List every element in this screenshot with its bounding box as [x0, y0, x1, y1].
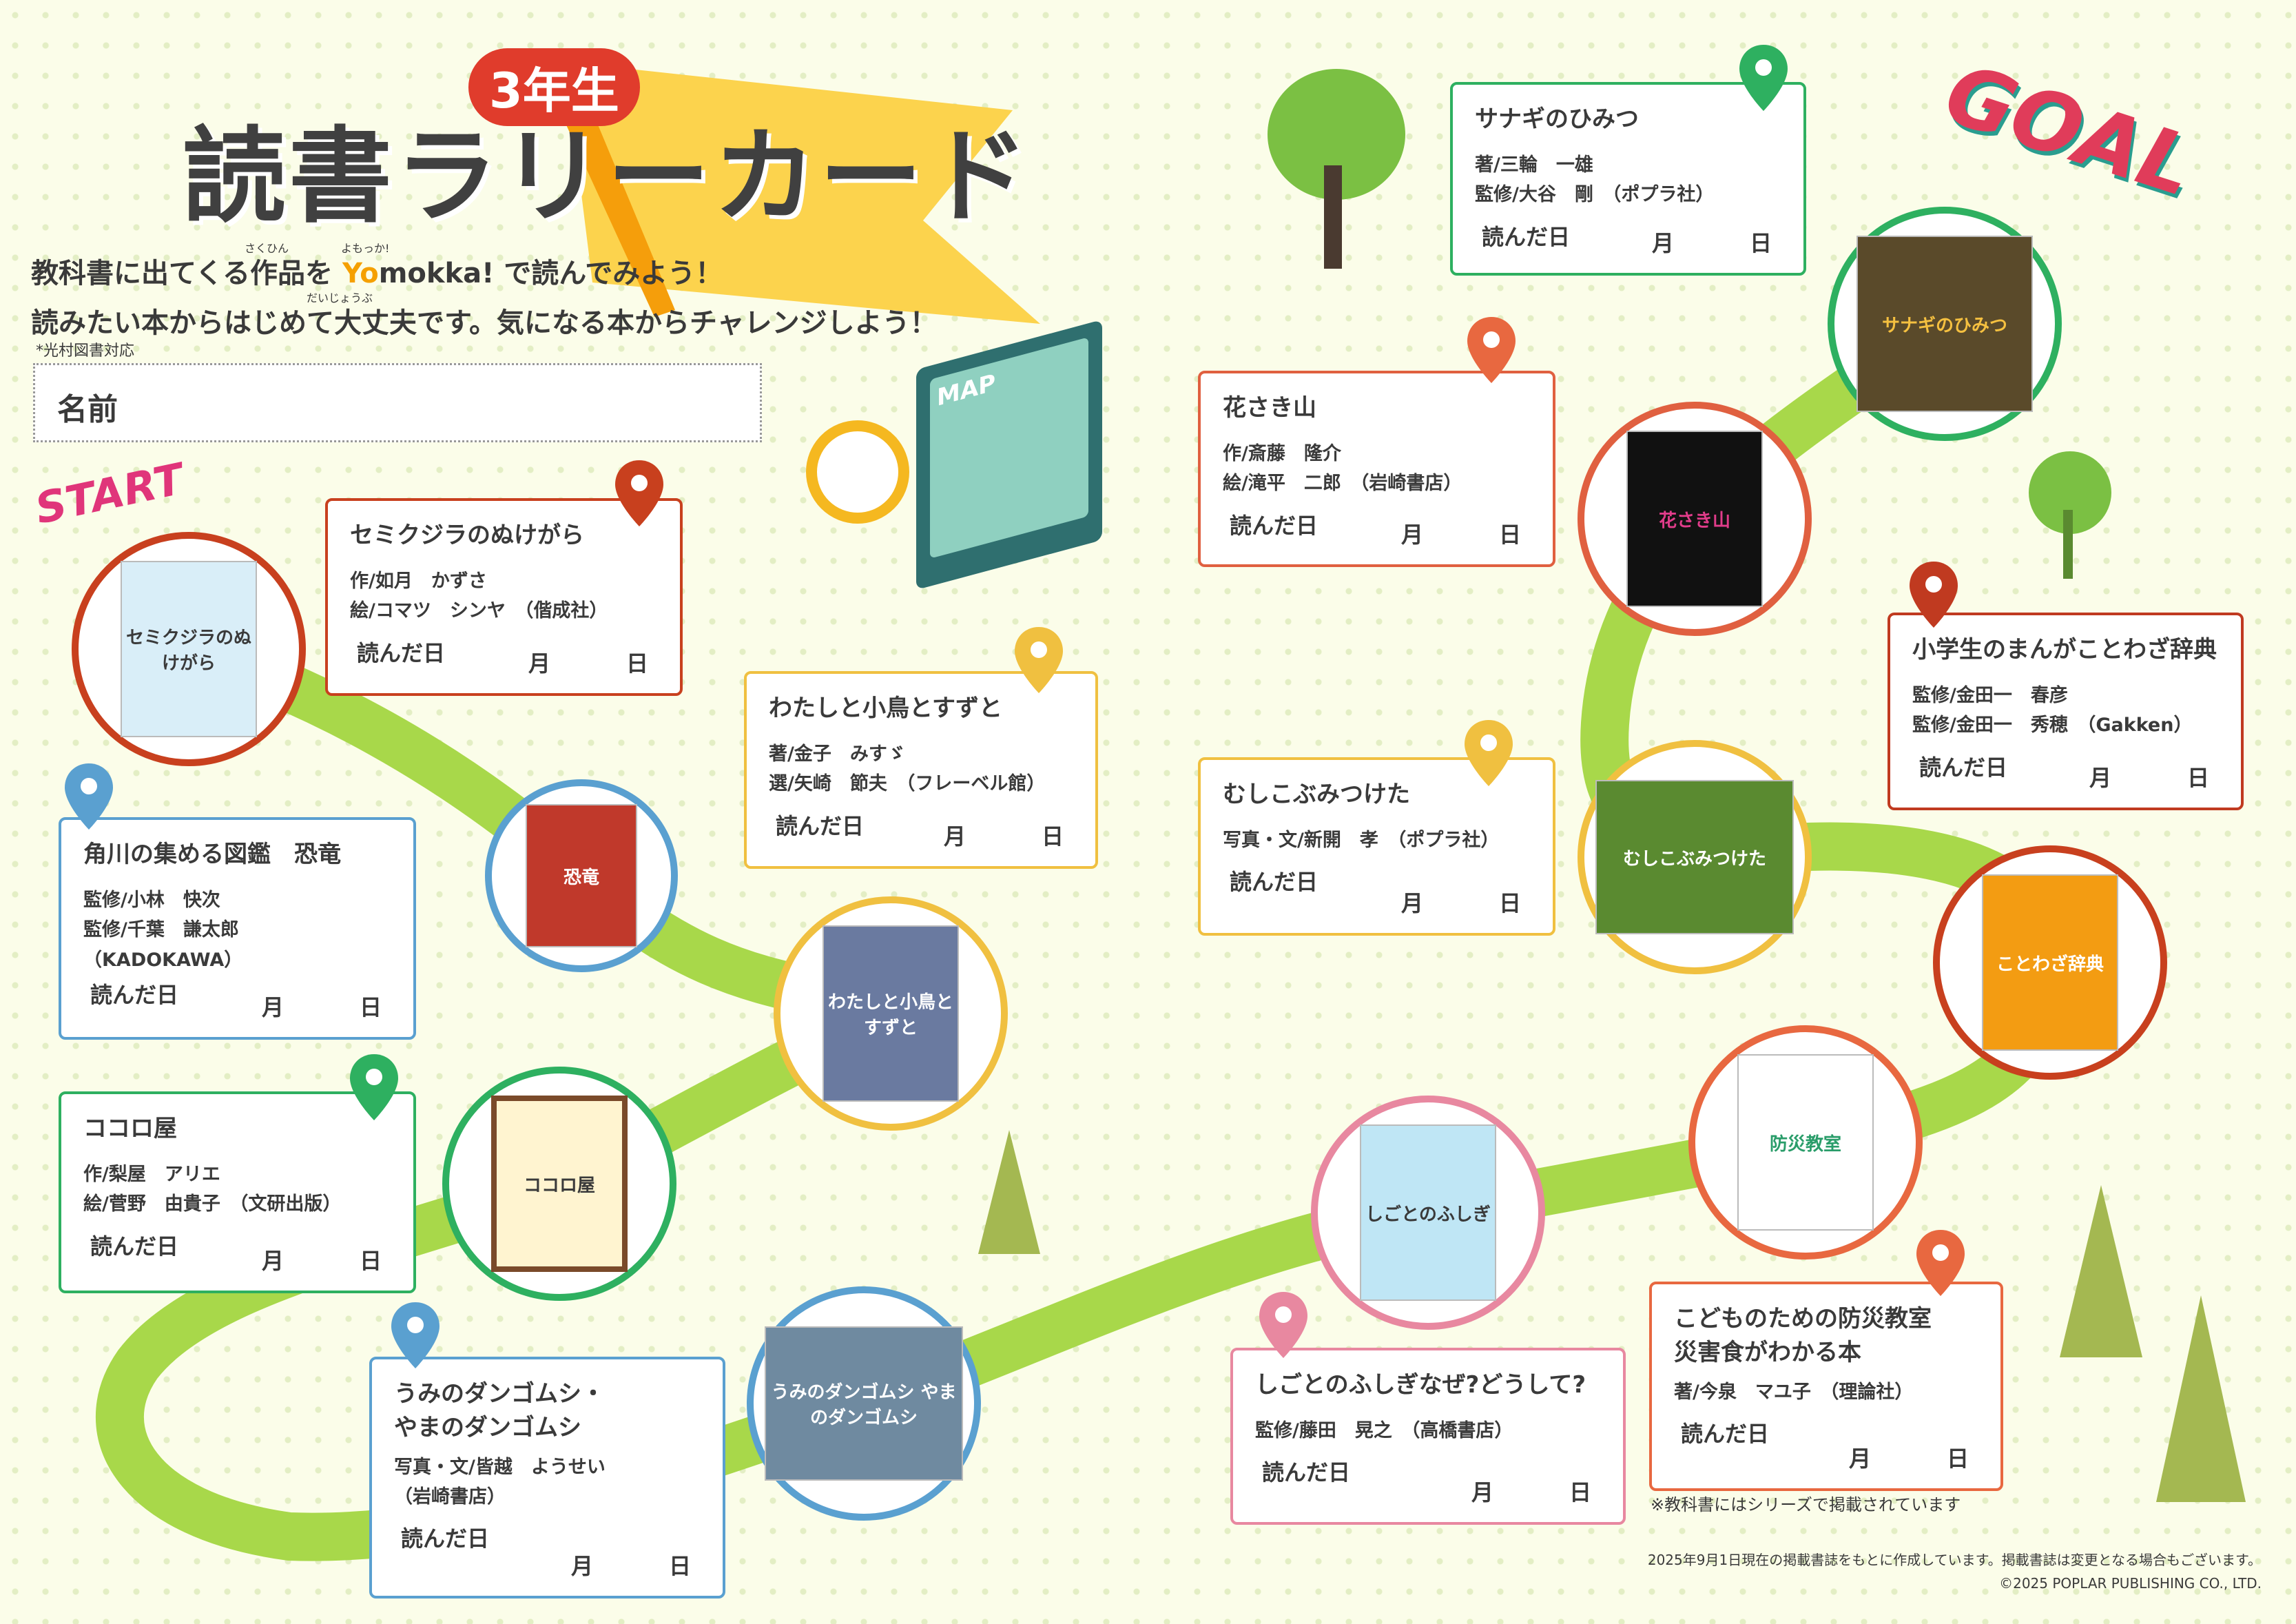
book-card[interactable]: 角川の集める図鑑 恐竜監修/小林 快次監修/千葉 謙太郎（KADOKAWA）読ん… — [59, 817, 416, 1040]
ruby-yomokka: よもっか! — [341, 242, 390, 255]
book-card[interactable]: 花さき山作/斎藤 隆介絵/滝平 二郎 （岩崎書店）読んだ日月日 — [1198, 371, 1555, 567]
compass-icon — [806, 420, 909, 524]
page-title: 読書ラリーカード — [183, 117, 1032, 237]
name-label: 名前 — [57, 392, 118, 427]
map-pin-icon — [1467, 317, 1516, 383]
grade-badge: 3年生 — [468, 48, 640, 126]
book-cover-circle[interactable]: 恐竜 — [485, 779, 678, 972]
map-pin-icon — [1015, 627, 1063, 693]
book-card[interactable]: こどものための防災教室災害食がわかる本著/今泉 マユ子 （理論社）読んだ日月日 — [1649, 1282, 2003, 1491]
map-pin-icon — [350, 1054, 398, 1120]
map-pin-icon — [1465, 720, 1513, 786]
book-cover-circle[interactable]: サナギのひみつ — [1828, 207, 2062, 441]
book-cover-circle[interactable]: わたしと小鳥とすずと — [774, 896, 1008, 1131]
book-cover-circle[interactable]: むしこぶみつけた — [1578, 740, 1812, 974]
intro-line-2: 読みたい本からはじめて大丈夫です。気になる本からチャレンジしよう！ — [31, 307, 938, 339]
book-card[interactable]: わたしと小鳥とすずと著/金子 みすゞ選/矢崎 節夫 （フレーベル館）読んだ日月日 — [744, 671, 1098, 869]
ruby-daijoubu: だいじょうぶ — [307, 291, 373, 305]
book-cover-circle[interactable]: ココロ屋 — [442, 1067, 676, 1301]
map-pin-icon — [1259, 1292, 1307, 1358]
name-field[interactable]: 名前 — [33, 363, 762, 442]
pine-tree-icon — [2156, 1295, 2246, 1502]
copyright: ©2025 POPLAR PUBLISHING CO., LTD. — [1999, 1575, 2262, 1592]
book-cover-circle[interactable]: ことわざ辞典 — [1933, 845, 2167, 1080]
pine-tree-icon — [2060, 1185, 2142, 1357]
tree-trunk — [2063, 510, 2073, 579]
intro-line-1: 教科書に出てくる作品を Yomokka! で読んでみよう！ — [31, 258, 723, 289]
map-pin-icon — [65, 763, 113, 830]
book-card[interactable]: ココロ屋作/梨屋 アリエ絵/菅野 由貴子 （文研出版）読んだ日月日 — [59, 1091, 416, 1293]
book-card[interactable]: しごとのふしぎなぜ?どうして?監修/藤田 晃之 （高橋書店）読んだ日月日 — [1230, 1348, 1626, 1525]
book-card[interactable]: サナギのひみつ著/三輪 一雄監修/大谷 剛 （ポプラ社）読んだ日月日 — [1450, 82, 1806, 276]
publisher-note: *光村図書対応 — [36, 342, 135, 360]
book-cover-circle[interactable]: セミクジラのぬけがら — [72, 532, 306, 766]
map-pin-icon — [391, 1302, 439, 1368]
book-card[interactable]: セミクジラのぬけがら作/如月 かずさ絵/コマツ シンヤ （偕成社）読んだ日月日 — [325, 498, 683, 696]
book-cover-circle[interactable]: しごとのふしぎ — [1311, 1096, 1545, 1330]
book-cover-circle[interactable]: 防災教室 — [1688, 1025, 1923, 1260]
disclaimer: 2025年9月1日現在の掲載書誌をもとに作成しています。掲載書誌は変更となる場合… — [1647, 1552, 2262, 1568]
book-card[interactable]: うみのダンゴムシ・やまのダンゴムシ写真・文/皆越 ようせい（岩崎書店）読んだ日月… — [369, 1357, 725, 1599]
map-pin-icon — [1916, 1230, 1965, 1296]
book-card[interactable]: 小学生のまんがことわざ辞典監修/金田一 春彦監修/金田一 秀穂 （Gakken）… — [1888, 613, 2244, 810]
tree-trunk — [1324, 165, 1342, 269]
map-pin-icon — [1739, 45, 1788, 111]
map-pin-icon — [615, 460, 663, 526]
book-card[interactable]: むしこぶみつけた写真・文/新開 孝 （ポプラ社）読んだ日月日 — [1198, 757, 1555, 936]
pine-tree-icon — [978, 1130, 1040, 1254]
book-cover-circle[interactable]: 花さき山 — [1578, 402, 1812, 636]
ruby-sakuhin: さくひん — [245, 242, 289, 255]
series-note: ※教科書にはシリーズで掲載されています — [1651, 1495, 1961, 1514]
map-pin-icon — [1910, 562, 1958, 628]
book-cover-circle[interactable]: うみのダンゴムシ やまのダンゴムシ — [747, 1286, 981, 1521]
